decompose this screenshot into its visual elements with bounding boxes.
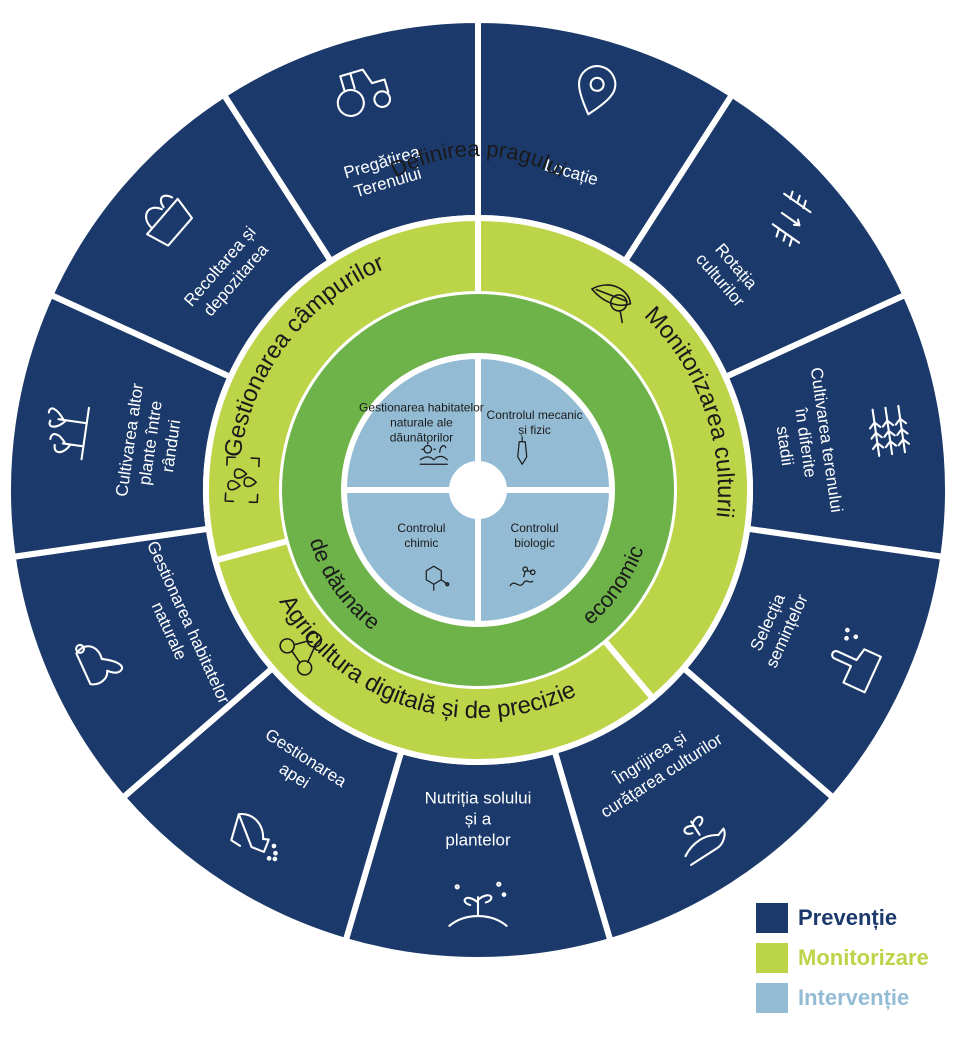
worm-molecule-icon <box>509 566 536 587</box>
outer-segment-label: Nutriția solului și a plantelor <box>425 788 532 849</box>
outer-segment: Selecțiasemințelor <box>679 525 947 803</box>
network-icon <box>279 632 323 676</box>
inner-quadrant-label-line: și fizic <box>518 423 551 437</box>
legend: Prevenție Monitorizare Intervenție <box>756 898 956 1018</box>
outer-segment-label-line: și a <box>465 809 492 828</box>
watering-icon <box>230 813 278 862</box>
legend-swatch <box>756 943 788 973</box>
inner-quadrant-label-line: dăunătorilor <box>390 431 453 445</box>
trowel-icon <box>517 436 528 465</box>
crop-rotation-icon <box>771 190 812 247</box>
legend-label: Intervenție <box>798 985 910 1010</box>
outer-segment: Recoltarea șidepozitarea <box>46 90 336 381</box>
tractor-icon <box>336 68 392 117</box>
rabbit-icon <box>75 643 124 686</box>
legend-item-monitoring: Monitorizare <box>756 938 956 978</box>
outer-segment: Rotațiaculturilor <box>620 90 910 381</box>
hand-plant-icon <box>683 815 726 866</box>
field-pins-icon <box>224 456 260 504</box>
molecule-icon <box>425 565 450 591</box>
sprout-icon <box>448 881 508 927</box>
inner-quadrant-label-line: Gestionarea habitatelor <box>359 401 484 415</box>
habitat-icon <box>419 441 448 465</box>
legend-item-intervention: Intervenție <box>756 978 956 1018</box>
leaf-magnifier-icon <box>591 284 632 324</box>
inner-quadrant-label-line: chimic <box>404 536 438 550</box>
legend-item-prevention: Prevenție <box>756 898 956 938</box>
outer-segment: Cultivarea altorplante întrerânduri <box>5 290 235 561</box>
legend-label: Monitorizare <box>798 945 929 970</box>
inner-quadrant-label-line: Controlul <box>397 521 445 535</box>
inner-quadrant-label-line: Controlul <box>511 521 559 535</box>
harvest-basket-icon <box>145 194 194 247</box>
outer-segment-label-line: Nutriția solului <box>425 788 532 807</box>
wheat-stages-icon <box>868 404 911 457</box>
outer-segment-label-line: plantelor <box>445 830 511 849</box>
outer-segment: PregătireaTerenului <box>219 16 481 266</box>
outer-segment: Cultivarea terenuluiîn diferitestadii <box>721 290 951 561</box>
legend-swatch <box>756 983 788 1013</box>
seedlings-icon <box>47 406 90 461</box>
inner-quadrant-label-line: biologic <box>514 536 555 550</box>
location-pin-icon <box>577 65 617 116</box>
inner-quadrant-label-line: naturale ale <box>390 416 453 430</box>
center-hole <box>452 464 504 516</box>
outer-segment: Nutriția solului și a plantelor <box>341 747 615 963</box>
legend-swatch <box>756 903 788 933</box>
hand-seeds-icon <box>831 627 882 694</box>
legend-label: Prevenție <box>798 905 898 930</box>
inner-quadrant-label-line: Controlul mecanic <box>487 408 583 422</box>
